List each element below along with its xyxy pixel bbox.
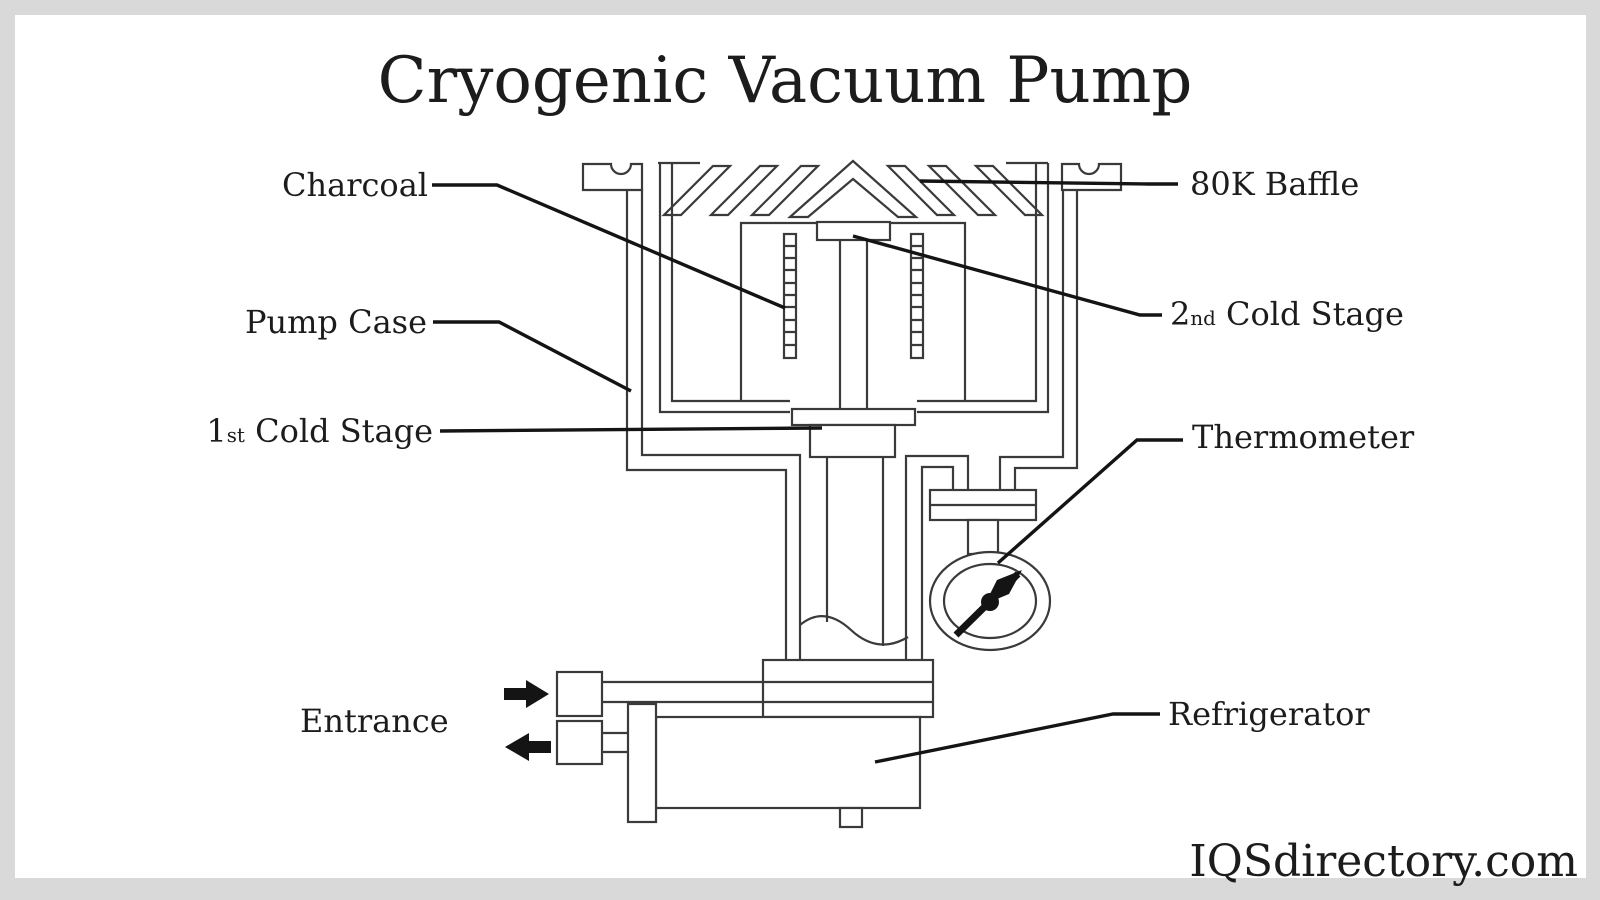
entrance-out-arrow-icon [505,733,551,761]
inner-tube [825,457,885,646]
first-cold-stage [790,407,917,459]
label-baffle: 80K Baffle [1190,165,1360,203]
shield-left [658,163,790,414]
page-title: Cryogenic Vacuum Pump [377,44,1193,118]
shield-right [917,163,1050,414]
leader-first-cold-stage [439,426,823,433]
gauge-hub [981,593,999,611]
label-refrigerator: Refrigerator [1168,695,1370,733]
first-stage-plate [790,407,917,427]
leader-refrigerator [874,712,1160,764]
leader-baffle [919,179,1178,186]
neck-tube [799,457,909,646]
baffle-slats-left [661,164,821,217]
right-wall-inner [998,190,1065,490]
second-cold-stage-ordinal: nd [1190,307,1216,330]
second-cold-stage-text: Cold Stage [1215,295,1404,333]
charcoal-columns [782,232,925,360]
entrance-port-out [555,719,604,766]
entrance-arrows [504,680,551,761]
left-wall-inner [640,190,802,660]
watermark: IQSdirectory.com [1189,836,1578,887]
inner-vessel [739,221,967,401]
refrigerator-column [626,702,658,824]
neck-right-inner [920,465,955,660]
baffle-80k [658,159,1050,414]
second-cold-stage-number: 2 [1170,295,1191,333]
leader-charcoal [432,183,786,310]
leader-pump-case [433,320,632,393]
exit-pipe [602,731,628,754]
neck-right-outer [904,454,970,660]
entrance-port-in [555,670,604,718]
center-rod [838,240,869,409]
entrance-pipe [602,680,763,704]
leader-thermometer [996,438,1183,565]
label-thermometer: Thermometer [1192,418,1415,456]
label-charcoal: Charcoal [282,166,428,204]
thermometer-assembly [928,488,1052,652]
baffle-chevron [787,159,919,219]
baffle-slats-right [885,164,1045,217]
refrigerator-flange-lines [763,680,933,704]
first-cold-stage-ordinal: st [226,424,245,447]
entrance-in-arrow-icon [504,680,549,708]
label-pump-case: Pump Case [244,303,427,341]
leader-lines [432,179,1183,764]
refrigerator-foot [838,806,864,829]
second-cold-stage [815,220,892,409]
label-second-cold-stage: 2nd Cold Stage [1170,295,1404,333]
left-flange [581,162,644,192]
left-wall-outer [625,190,788,660]
refrigerator-flange [761,658,935,719]
refrigerator [555,658,935,829]
first-cold-stage-text: Cold Stage [244,412,433,450]
charcoal-segments [784,244,923,347]
gauge-inner-ring [942,562,1038,640]
leader-second-cold-stage [852,234,1162,317]
second-stage-plate [815,220,892,242]
break-wave [799,615,909,646]
first-stage-block [808,423,897,459]
pump-case-outline [581,162,1123,660]
label-entrance: Entrance [300,702,449,740]
label-first-cold-stage: 1st Cold Stage [206,412,433,450]
right-wall-outer [1013,190,1079,490]
thermometer-stem [966,518,1000,556]
right-flange [1060,162,1123,192]
first-cold-stage-number: 1 [206,412,227,450]
